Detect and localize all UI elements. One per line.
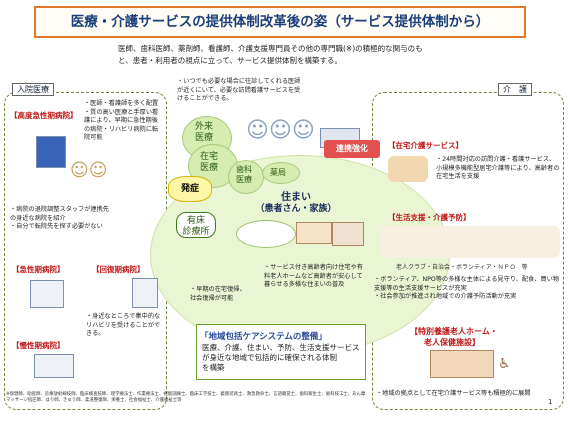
community-text-3: を構築 [202,363,225,372]
home-sublabel: （患者さん・家族） [255,204,337,214]
intro-line-2: と、患者・利用者の視点に立って、サービス提供体制を構築する。 [118,56,342,65]
community-care-text: 医療、介護、住まい、予防、生活支援サービス が身近な地域で包括的に確保される体制… [202,343,362,373]
dental-circle [228,160,264,194]
recovery-note: ・身近なところで集中的なリハビリを受けることができる。 [86,313,161,337]
life-support-note-2: ・社会参加が推進され地域での介護予防活動が充実 [374,293,517,300]
life-support-label: 【生活支援・介護予防】 [388,213,471,222]
house-icon [296,222,332,244]
dental-label: 歯科 医療 [236,165,252,184]
coordination-note-1: ・病院の退院調整スタッフが連携先の身近な病院を紹介 [10,206,109,222]
wheelchair-icon: ♿ [498,356,511,372]
inpatient-header: 入院医療 [12,83,54,96]
acute-hospital-label: 【高度急性期病院】 [10,111,78,120]
apartment-icon [332,222,364,246]
recovery-building-icon [132,278,158,308]
community-text-2: が身近な地域で包括的に確保される体制 [202,353,337,362]
life-support-note-1: ・ボランティア、NPO等の多様な主体による見守り、配食、買い物支援等の生活支援サ… [374,276,560,292]
nursing-home-building-icon [430,350,494,378]
nursing-home-label-1: 【特別養護老人ホーム・ [410,327,498,336]
pharmacy-circle [262,162,300,184]
onset-badge: 発症 [168,176,212,202]
intro-text: 医師、歯科医師、薬剤師、看護師、介護支援専門員その他の専門職(※)の積極的な関与… [118,43,558,67]
acute-note-1: ・医師・看護師を多く配置 [84,100,159,107]
home-medical-label: 在宅 医療 [200,152,219,173]
community-text-1: 医療、介護、住まい、予防、生活支援サービス [202,343,360,352]
home-label: 住まい [281,192,311,203]
bed-clinic-pill: 有床 診療所 [176,212,216,238]
acute-general-building-icon [30,280,64,308]
chronic-hospital-label: 【慢性期病院】 [12,341,65,350]
acute-hospital-building-icon [36,136,66,168]
nursing-home-note: ・地域の拠点として在宅介護サービス等も積極的に展開 [376,390,531,397]
family-icon [236,220,296,248]
community-care-label: 「地域包括ケアシステムの整備」 [200,332,327,342]
nursing-home-label-2: 老人保健施設】 [424,338,480,347]
page-title: 医療・介護サービスの提供体制改革後の姿（サービス提供体制から） [34,6,526,38]
care-van-icon [388,156,428,182]
clinic-note: ・いつでも必要な場合に往診してくれる医師が近くにいて、必要な訪問看護サービスを受… [177,78,301,114]
life-support-groups: 老人クラブ・自治会・ボランティア・ＮＰＯ 等 [396,264,528,271]
care-header: 介 護 [498,83,532,96]
chronic-building-icon [34,354,74,378]
early-return-note: ・早期の在宅復帰、社会復帰が可能 [190,286,246,302]
coordination-note-2: ・自分で転院先を探す必要がない [10,223,103,230]
outpatient-label: 外来 医療 [195,122,214,143]
acute-notes: ・医師・看護師を多く配置 ・質の高い医療と手厚い看護により、早期に急性期後の病院… [84,100,164,143]
nursing-home-label: 【特別養護老人ホーム・ 老人保健施設】 [410,326,498,348]
pharmacy-label: 薬局 [270,168,286,177]
staff-icon: ☺☺☺ [246,118,315,143]
life-support-notes: ・ボランティア、NPO等の多様な主体による見守り、配食、買い物支援等の生活支援サ… [374,276,560,302]
acute-general-label: 【急性期病院】 [12,265,65,274]
nurse-icon: ☺☺ [70,160,108,181]
link-strengthening-arrow: 連携強化 [324,140,380,158]
footnote: ※保健師、助産師、診療放射線技師、臨床検査技師、理学療法士、作業療法士、視能訓練… [6,392,366,403]
home-care-label: 【在宅介護サービス】 [388,141,463,150]
community-people-icon [380,226,560,258]
community-care-box [196,324,366,380]
housing-note: ・サービス付き高齢者向け住宅や有料老人ホームなど高齢者が安心して暮らせる多様な住… [264,264,363,288]
page-number: 1 [548,398,553,406]
intro-line-1: 医師、歯科医師、薬剤師、看護師、介護支援専門員その他の専門職(※)の積極的な関与… [118,44,423,53]
acute-note-2: ・質の高い医療と手厚い看護により、早期に急性期後の病院・リハビリ病院に転院可能 [84,108,159,142]
home-care-note: ・24時間対応の訪問介護・看護サービス、小規模多機能型居宅介護等により、高齢者の… [436,156,560,180]
recovery-hospital-label: 【回復期病院】 [92,265,145,274]
coordination-notes: ・病院の退院調整スタッフが連携先の身近な病院を紹介 ・自分で転院先を探す必要がな… [10,206,110,232]
